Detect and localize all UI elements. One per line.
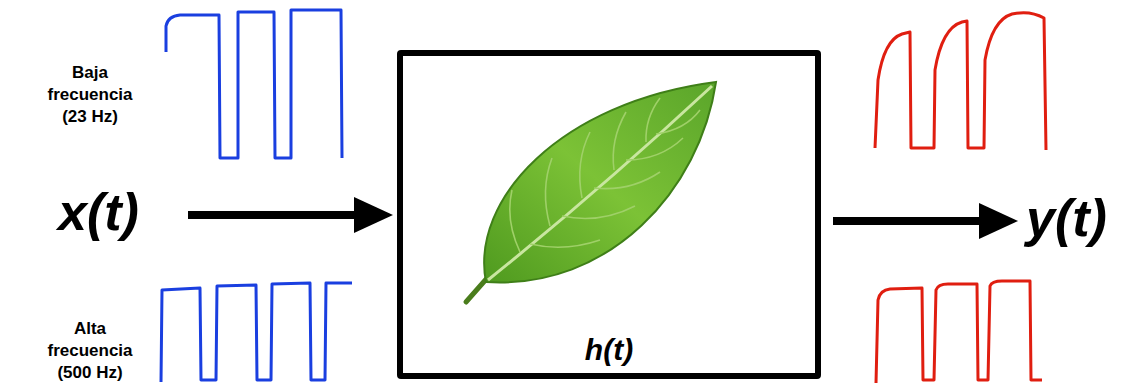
signal-name: y(t) [1026, 190, 1107, 247]
system-label: h(t) [585, 333, 633, 367]
input-wave-low [166, 10, 342, 158]
output-wave-low [875, 13, 1046, 150]
leaf-picture [466, 82, 716, 302]
system-box: h(t) [397, 50, 821, 379]
frequency-label: Alta frecuencia (500 Hz) [38, 318, 142, 384]
output-arrow [833, 203, 1018, 239]
output-wave-high [876, 281, 1042, 383]
input-arrow [188, 197, 393, 233]
frequency-label: Baja frecuencia (23 Hz) [38, 62, 142, 128]
signal-name: x(t) [58, 184, 139, 241]
input-wave-high [161, 283, 352, 382]
